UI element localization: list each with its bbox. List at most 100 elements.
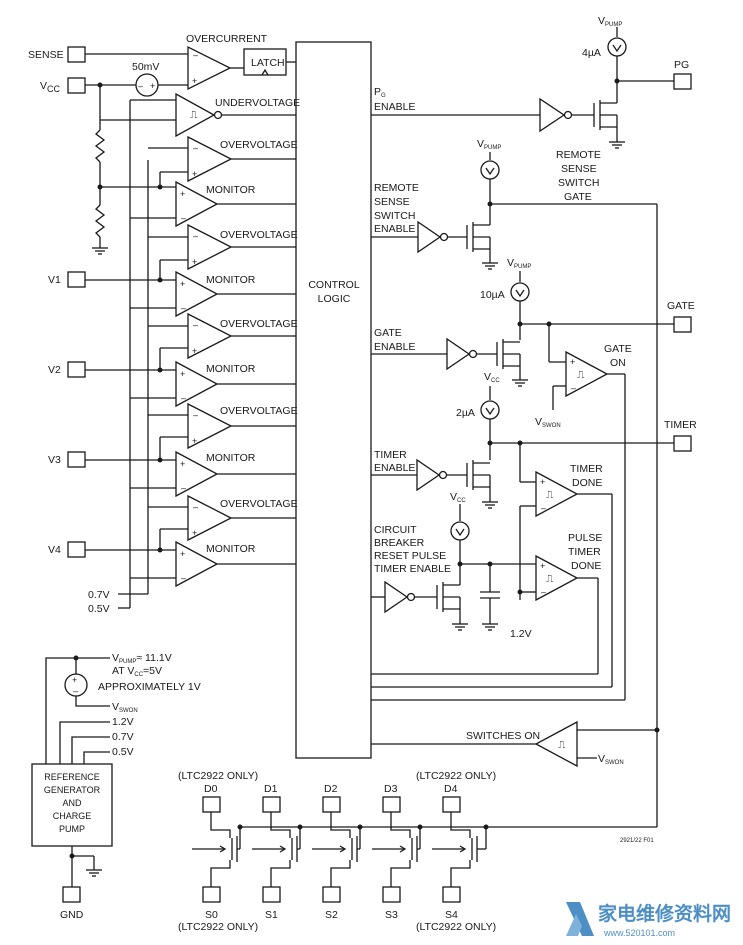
vswon-label-sw: VSWON [598,753,624,766]
d4-pin-label: D4 [444,783,458,795]
remote-sense-gate-label: REMOTE [556,149,601,161]
svg-text:–: – [181,303,186,313]
svg-text:⎍: ⎍ [558,739,566,751]
svg-text:+: + [180,189,185,199]
d1-pin [262,796,281,813]
v2-pin [67,361,86,378]
svg-text:–: – [193,410,198,420]
switches-on-label: SWITCHES ON [466,730,540,742]
timer-pin-label: TIMER [664,419,697,431]
gate-pin [673,316,692,333]
svg-text:–: – [73,686,78,696]
svg-text:+: + [150,81,155,91]
current-pg-label: 4µA [582,47,601,59]
gnd-pin [62,886,81,903]
s1-pin-label: S1 [265,909,278,921]
svg-text:–: – [193,320,198,330]
ltc2922-only-bottom-0: (LTC2922 ONLY) [178,921,258,933]
pulse-timer-done-comparator [535,554,579,602]
sense-pin [67,46,86,63]
vpump-label-pg: VPUMP [598,15,622,28]
svg-text:–: – [181,213,186,223]
svg-text:ON: ON [610,357,626,369]
d2-pin-label: D2 [324,783,338,795]
ref-12-label-cb: 1.2V [510,628,532,640]
vcc-label-cb: VCC [450,491,466,504]
timer-pin [673,435,692,452]
svg-text:+: + [192,257,197,267]
svg-text:+: + [192,528,197,538]
overvoltage-label-4: OVERVOLTAGE [220,405,298,417]
pg-inverter [539,97,566,133]
vpump-label-gate: VPUMP [507,257,531,270]
svg-text:–: – [181,483,186,493]
svg-text:+: + [72,675,77,685]
v1-pin [67,271,86,288]
gnd-pin-label: GND [60,909,84,921]
s4-pin-label: S4 [445,909,458,921]
svg-text:⎍: ⎍ [546,573,554,585]
overvoltage-comparator-v4 [187,494,233,542]
overvoltage-label: OVERVOLTAGE [220,139,298,151]
svg-text:DONE: DONE [572,477,602,489]
d3-pin [382,796,401,813]
svg-text:+: + [180,279,185,289]
svg-text:+: + [192,436,197,446]
ltc2922-only-top-0: (LTC2922 ONLY) [178,770,258,782]
ref-05-label-gen: 0.5V [112,746,134,758]
v4-pin-label: V4 [48,544,61,556]
svg-text:SENSE: SENSE [561,163,597,175]
watermark-text: 家电维修资料网 [598,902,731,925]
monitor-label-5: MONITOR [206,543,256,555]
monitor-comparator-v1 [175,270,219,318]
monitor-comparator-v4 [175,540,219,588]
d0-pin [202,796,221,813]
svg-text:ENABLE: ENABLE [374,223,415,235]
svg-text:PUMP: PUMP [59,824,85,834]
svg-text:–: – [193,143,198,153]
timer-done-label: TIMER [570,463,603,475]
s3-pin-label: S3 [385,909,398,921]
overvoltage-label-5: OVERVOLTAGE [220,498,298,510]
undervoltage-comparator [175,92,216,138]
current-source-rs [480,160,500,180]
ltc2922-only-top-4: (LTC2922 ONLY) [416,770,496,782]
current-source-timer [480,400,500,420]
monitor-comparator-v2 [175,360,219,408]
gate-enable-label: GATE [374,327,402,339]
monitor-label-4: MONITOR [206,452,256,464]
control-logic-label-2: LOGIC [318,293,351,305]
monitor-comparator-v3 [175,450,219,498]
ref-07-label: 0.7V [88,589,110,601]
monitor-label-2: MONITOR [206,274,256,286]
vpump-label-rs: VPUMP [477,138,501,151]
svg-text:–: – [193,231,198,241]
sense-pin-label: SENSE [28,49,64,61]
pg-pin-label: PG [674,59,689,71]
control-logic-block [295,41,372,759]
overvoltage-comparator-v2 [187,312,233,360]
svg-text:+: + [570,357,575,367]
svg-text:⎍: ⎍ [546,489,554,501]
s2-pin-label: S2 [325,909,338,921]
s0-pin-label: S0 [205,909,218,921]
vcc-pin [67,77,86,94]
control-logic-label: CONTROL [308,279,359,291]
svg-text:–: – [181,573,186,583]
pg-enable-label-2: ENABLE [374,101,415,113]
svg-text:–: – [193,50,198,60]
svg-text:BREAKER: BREAKER [374,537,425,549]
svg-text:TIMER ENABLE: TIMER ENABLE [374,563,451,575]
svg-text:+: + [192,169,197,179]
gate-pin-label: GATE [667,300,695,312]
cb-enable-label: CIRCUIT [374,524,417,536]
current-source-gate [510,282,530,302]
overvoltage-comparator-v1 [187,223,233,271]
gate-on-label: GATE [604,343,632,355]
v1-pin-label: V1 [48,274,61,286]
vpump-note: VPUMP≈ 11.1V [112,652,172,665]
svg-text:–: – [138,81,143,91]
pulse-timer-done-label: PULSE [568,532,602,544]
timer-enable-label: TIMER [374,449,407,461]
